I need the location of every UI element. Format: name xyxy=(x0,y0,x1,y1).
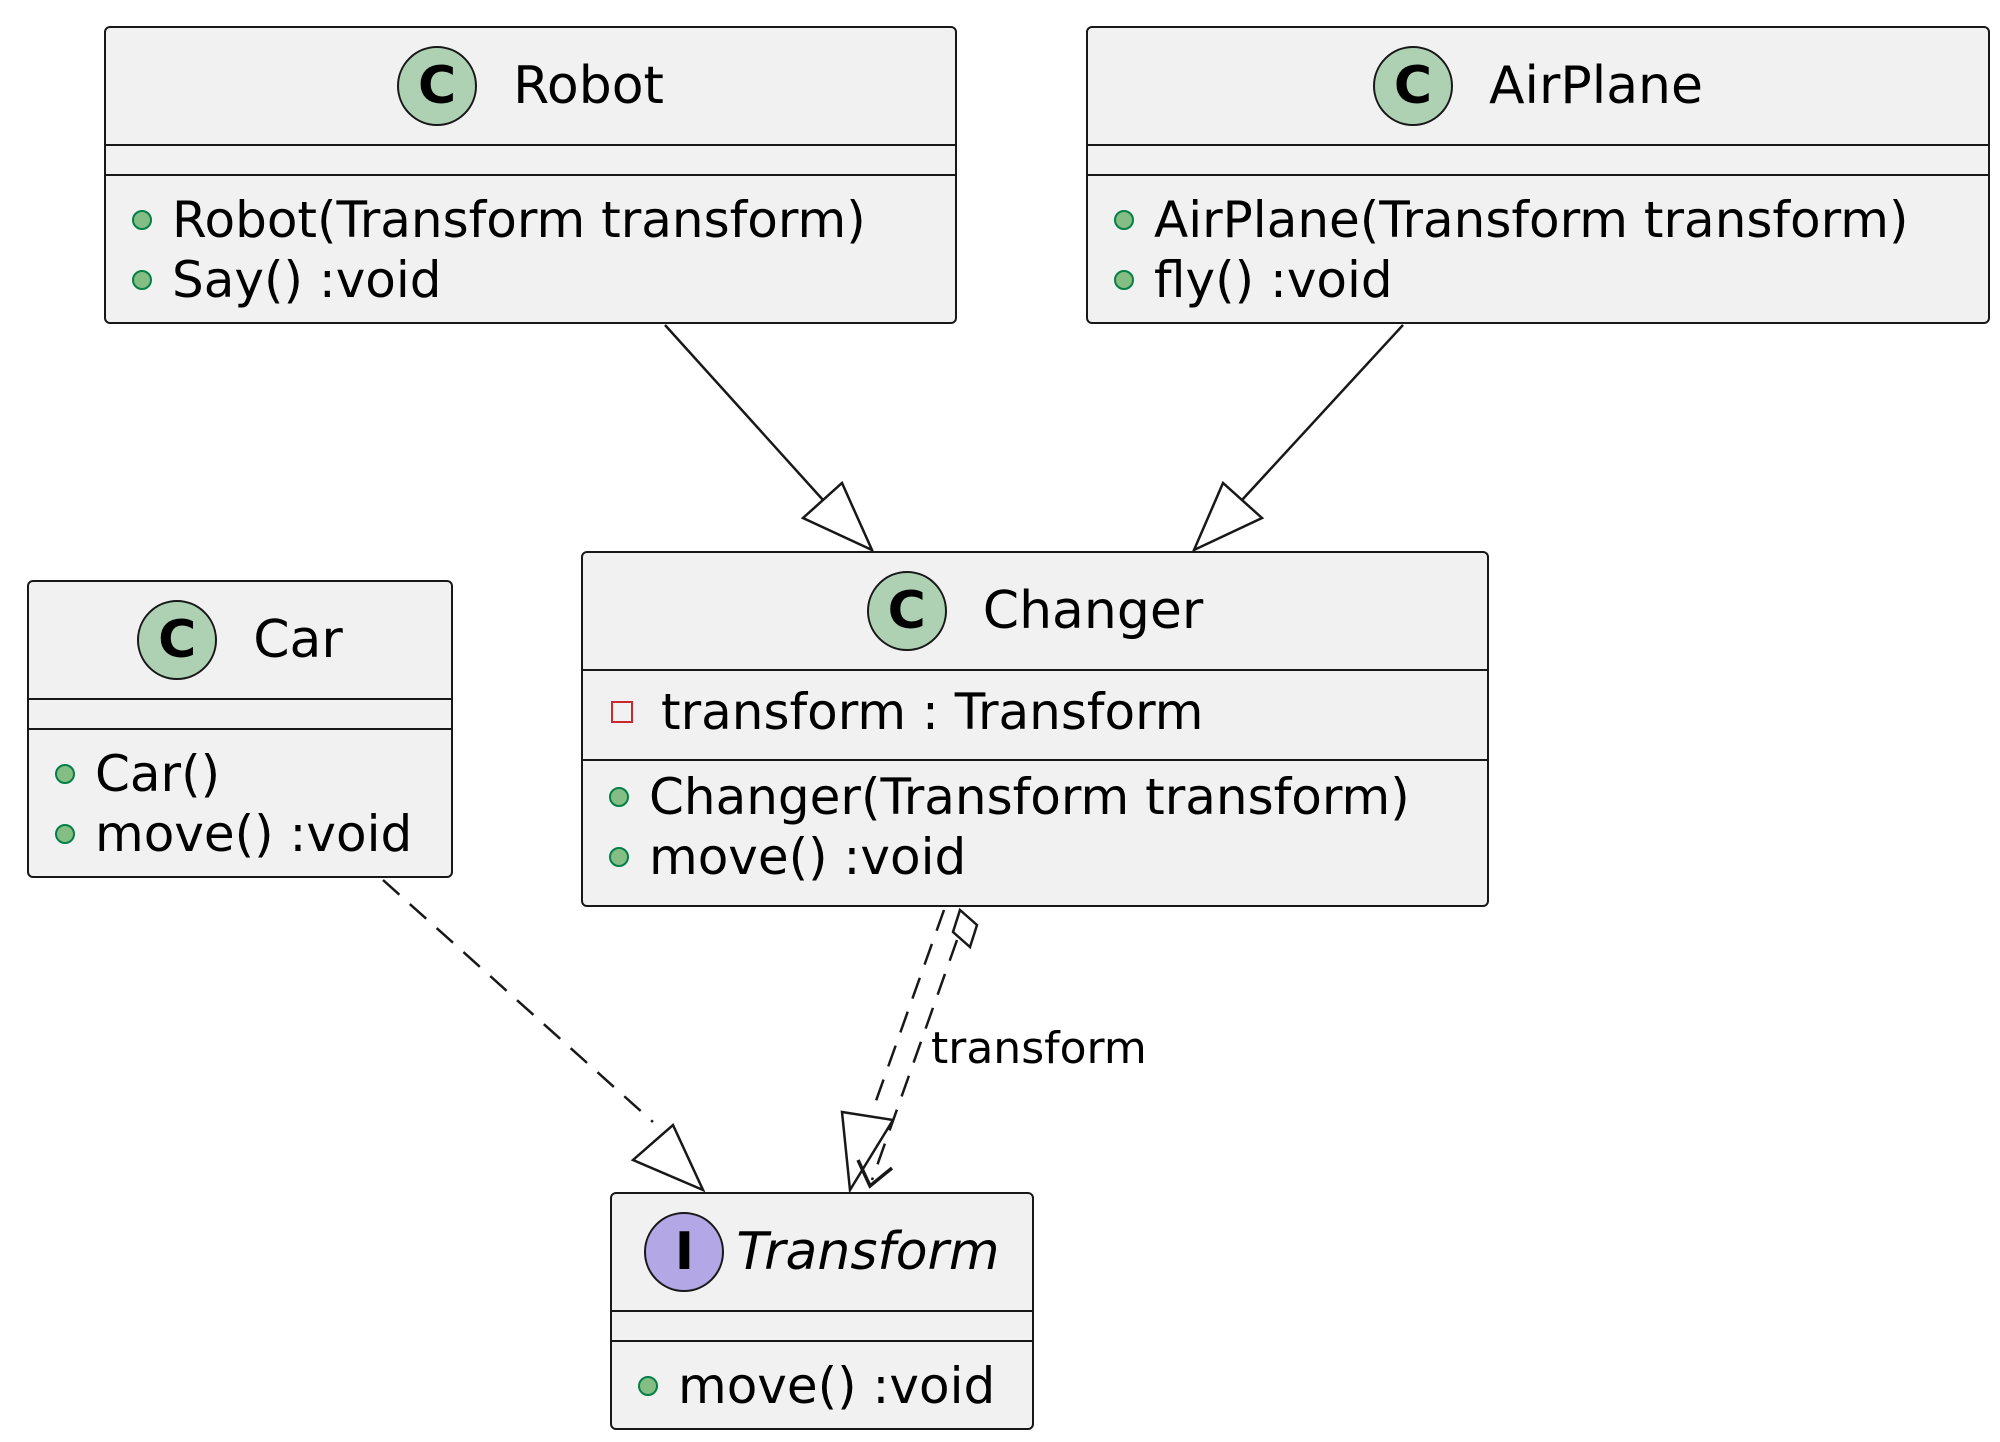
class-name: Transform xyxy=(736,1222,1000,1282)
edge-changer-transform-realization xyxy=(840,909,946,1194)
class-methods: move() :void xyxy=(612,1342,1032,1416)
public-visibility-icon xyxy=(55,764,75,784)
class-name: Robot xyxy=(513,56,664,116)
class-car[interactable]: C Car Car() move() :void xyxy=(27,580,453,878)
class-fields: transform : Transform xyxy=(583,671,1487,761)
method-row: fly() :void xyxy=(1114,250,1988,310)
class-stereotype-icon: C xyxy=(1372,46,1453,126)
realization-arrowhead xyxy=(630,1122,706,1193)
class-fields xyxy=(1088,146,1988,176)
class-header: I Transform xyxy=(612,1194,1032,1312)
public-visibility-icon xyxy=(609,787,629,807)
navigable-arrowhead xyxy=(856,1159,894,1189)
method-signature: move() :void xyxy=(649,828,967,886)
edge-airplane-changer xyxy=(1191,324,1404,553)
method-row: AirPlane(Transform transform) xyxy=(1114,190,1988,250)
public-visibility-icon xyxy=(132,210,152,230)
class-name: Changer xyxy=(982,581,1204,641)
edge-changer-transform-aggregation xyxy=(856,907,979,1189)
method-row: move() :void xyxy=(638,1356,1032,1416)
aggregation-label: transform xyxy=(931,1023,1147,1074)
method-signature: Say() :void xyxy=(172,251,442,309)
class-header: C Changer xyxy=(583,553,1487,671)
public-visibility-icon xyxy=(132,270,152,290)
public-visibility-icon xyxy=(1114,270,1134,290)
field-row: transform : Transform xyxy=(611,682,1487,742)
class-fields xyxy=(106,146,955,176)
class-header: C Robot xyxy=(106,28,955,146)
public-visibility-icon xyxy=(609,847,629,867)
class-stereotype-icon: C xyxy=(137,600,218,680)
method-row: move() :void xyxy=(609,827,1487,887)
field-signature: transform : Transform xyxy=(661,683,1204,741)
class-methods: AirPlane(Transform transform) fly() :voi… xyxy=(1088,176,1988,310)
class-fields xyxy=(29,700,451,730)
method-signature: Robot(Transform transform) xyxy=(172,191,866,249)
inheritance-arrowhead xyxy=(1191,480,1265,553)
class-name: AirPlane xyxy=(1488,56,1704,116)
method-row: Say() :void xyxy=(132,250,955,310)
class-methods: Car() move() :void xyxy=(29,730,451,864)
method-signature: move() :void xyxy=(95,805,413,863)
method-signature: fly() :void xyxy=(1154,251,1393,309)
interface-stereotype-icon: I xyxy=(644,1212,725,1292)
realization-arrowhead xyxy=(840,1110,896,1194)
edge-car-transform xyxy=(382,879,706,1193)
method-row: move() :void xyxy=(55,804,451,864)
class-header: C Car xyxy=(29,582,451,700)
method-row: Robot(Transform transform) xyxy=(132,190,955,250)
public-visibility-icon xyxy=(1114,210,1134,230)
class-stereotype-icon: C xyxy=(397,46,478,126)
method-signature: Changer(Transform transform) xyxy=(649,768,1410,826)
method-signature: Car() xyxy=(95,745,221,803)
public-visibility-icon xyxy=(55,824,75,844)
class-airplane[interactable]: C AirPlane AirPlane(Transform transform)… xyxy=(1086,26,1990,324)
interface-transform[interactable]: I Transform move() :void xyxy=(610,1192,1034,1430)
class-stereotype-icon: C xyxy=(866,571,947,651)
aggregation-diamond xyxy=(951,907,979,950)
class-robot[interactable]: C Robot Robot(Transform transform) Say()… xyxy=(104,26,957,324)
method-signature: AirPlane(Transform transform) xyxy=(1154,191,1909,249)
class-methods: Robot(Transform transform) Say() :void xyxy=(106,176,955,310)
method-row: Car() xyxy=(55,744,451,804)
class-methods: Changer(Transform transform) move() :voi… xyxy=(583,761,1487,887)
class-fields xyxy=(612,1312,1032,1342)
class-name: Car xyxy=(253,610,343,670)
private-visibility-icon xyxy=(611,701,633,723)
public-visibility-icon xyxy=(638,1376,658,1396)
class-changer[interactable]: C Changer transform : Transform Changer(… xyxy=(581,551,1489,907)
method-signature: move() :void xyxy=(678,1357,996,1415)
method-row: Changer(Transform transform) xyxy=(609,767,1487,827)
edge-robot-changer xyxy=(664,324,875,553)
inheritance-arrowhead xyxy=(800,480,875,553)
class-header: C AirPlane xyxy=(1088,28,1988,146)
